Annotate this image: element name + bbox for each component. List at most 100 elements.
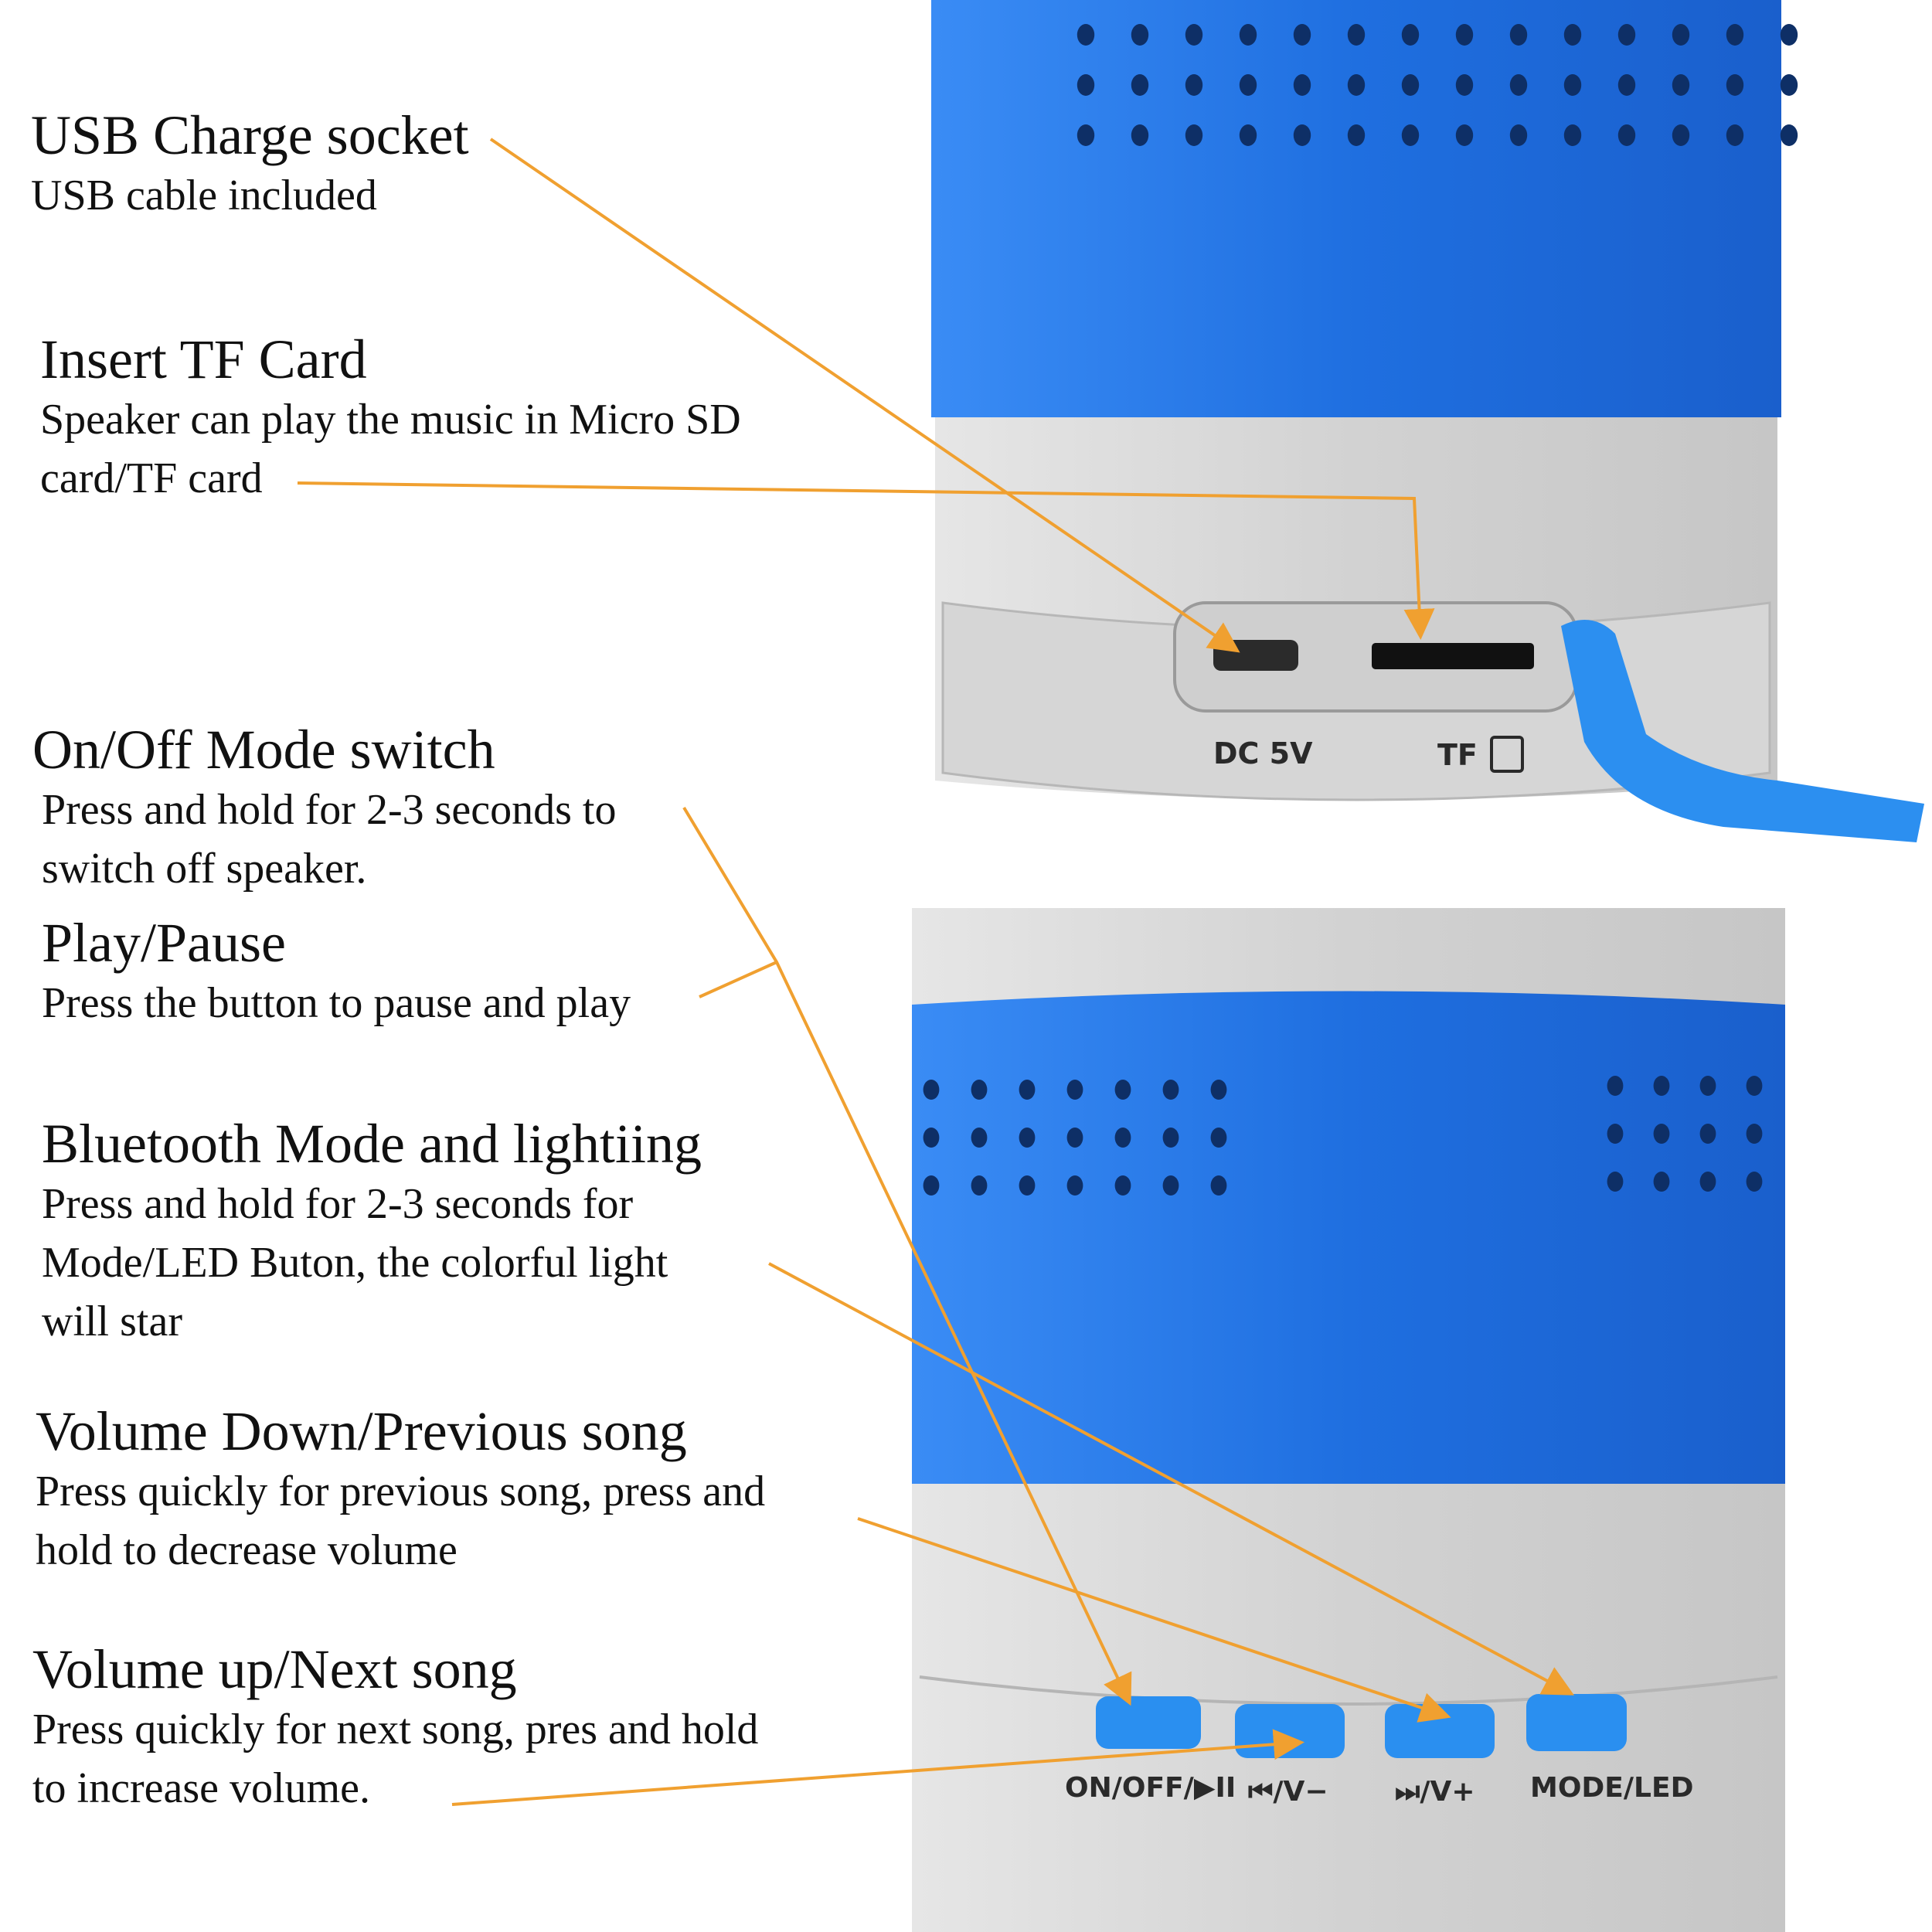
grille-hole [1066,1175,1083,1196]
annotation-usb: USB Charge socket USB cable included [31,104,469,225]
tf-label: TF [1437,738,1478,772]
grille-hole [1699,1124,1716,1144]
grille-hole [1019,1080,1036,1100]
grille-hole [1347,124,1366,146]
grille-hole [1162,1080,1179,1100]
grille-hole [1509,74,1528,96]
grille-hole [1185,24,1203,46]
annotation-title: On/Off Mode switch [32,719,495,781]
grille-hole [1509,124,1528,146]
grille-hole [1401,124,1420,146]
grille-hole [1653,1076,1670,1096]
grille-hole [1726,24,1744,46]
grille-hole [1455,124,1474,146]
grille-hole [1162,1128,1179,1148]
grille-hole [1210,1128,1227,1148]
grille-hole [971,1080,988,1100]
annotation-title: Volume Down/Previous song [36,1400,687,1462]
grille-hole [1114,1080,1131,1100]
volume-up-label: ⏭/V+ [1395,1776,1475,1808]
grille-hole [1077,74,1095,96]
annotation-tf-card: Insert TF Card Speaker can play the musi… [40,328,741,508]
annotation-volume-up: Volume up/Next song Press quickly for ne… [32,1638,758,1818]
prev-volume-down-button [1235,1704,1345,1758]
grille-hole [1347,74,1366,96]
grille-hole [1293,24,1311,46]
annotation-line: Speaker can play the music in Micro SD [40,396,741,444]
grille-hole [1726,74,1744,96]
grille-hole [1347,24,1366,46]
top-speaker-grille [1077,24,1798,146]
grille-hole [1672,74,1690,96]
grille-hole [1563,124,1582,146]
annotation-line: Press the button to pause and play [42,979,631,1027]
grille-hole [1131,74,1149,96]
grille-hole [1401,74,1420,96]
arrow-tf [297,481,1435,640]
annotation-line: Press and hold for 2-3 seconds for [42,1180,634,1228]
grille-hole [923,1175,940,1196]
bottom-speaker-grille [923,1076,1763,1196]
grille-hole [1131,124,1149,146]
grille-hole [1077,24,1095,46]
annotation-title: USB Charge socket [31,104,469,166]
on-off-label: ON/OFF/▶II [1065,1772,1236,1804]
arrow-usb [489,138,1240,653]
on-off-button [1096,1696,1201,1749]
bottom-speaker: ON/OFF/▶II ⏮/V− ⏭/V+ MODE/LED [912,908,1785,1932]
annotation-play-pause: Play/Pause Press the button to pause and… [42,912,631,1032]
grille-hole [1455,74,1474,96]
arrow-volume-down [857,1517,1451,1723]
blue-strap [1561,620,1924,842]
grille-hole [1455,24,1474,46]
annotation-title: Play/Pause [42,912,286,974]
arrow-mode-led [768,1262,1575,1696]
grille-hole [1746,1124,1763,1144]
grille-hole [1653,1172,1670,1192]
grille-hole [1672,24,1690,46]
grille-hole [1607,1172,1624,1192]
grille-hole [1746,1076,1763,1096]
grille-hole [1293,124,1311,146]
grille-hole [1185,124,1203,146]
top-speaker: DC 5V TF [931,0,1924,842]
annotation-line: Press quickly for next song, pres and ho… [32,1706,759,1753]
bottom-base-ring [919,1675,1778,1706]
annotation-title: Bluetooth Mode and lightiing [42,1113,702,1175]
arrow-volume-up [451,1729,1304,1806]
grille-hole [1509,24,1528,46]
grille-hole [1185,74,1203,96]
annotation-line: card/TF card [40,454,263,502]
grille-hole [971,1128,988,1148]
annotation-on-off: On/Off Mode switch Press and hold for 2-… [32,719,616,898]
bottom-grey-body [912,1484,1785,1932]
grille-hole [1672,124,1690,146]
arrow-play-pause [699,961,777,998]
grille-hole [1780,124,1798,146]
grille-hole [1607,1124,1624,1144]
grille-hole [1114,1175,1131,1196]
bottom-blue-band [912,991,1785,1495]
mode-led-button [1526,1694,1627,1751]
grille-hole [1239,124,1257,146]
annotation-title: Volume up/Next song [32,1638,517,1700]
annotation-title: Insert TF Card [40,328,367,390]
volume-down-label: ⏮/V− [1248,1776,1328,1808]
grille-hole [1131,24,1149,46]
sd-card-icon [1490,736,1524,773]
grille-hole [1210,1175,1227,1196]
grille-hole [1699,1172,1716,1192]
grille-hole [923,1080,940,1100]
annotation-line: hold to decrease volume [36,1526,457,1574]
next-volume-up-button [1385,1704,1495,1758]
grille-hole [1780,24,1798,46]
annotation-line: USB cable included [31,172,377,219]
annotation-line: will star [42,1298,182,1345]
annotation-line: to increase volume. [32,1764,370,1812]
annotation-line: Press and hold for 2-3 seconds to [42,786,617,834]
grille-hole [1746,1172,1763,1192]
annotation-bluetooth-mode: Bluetooth Mode and lightiing Press and h… [42,1113,702,1351]
grille-hole [1210,1080,1227,1100]
grille-hole [1617,74,1636,96]
